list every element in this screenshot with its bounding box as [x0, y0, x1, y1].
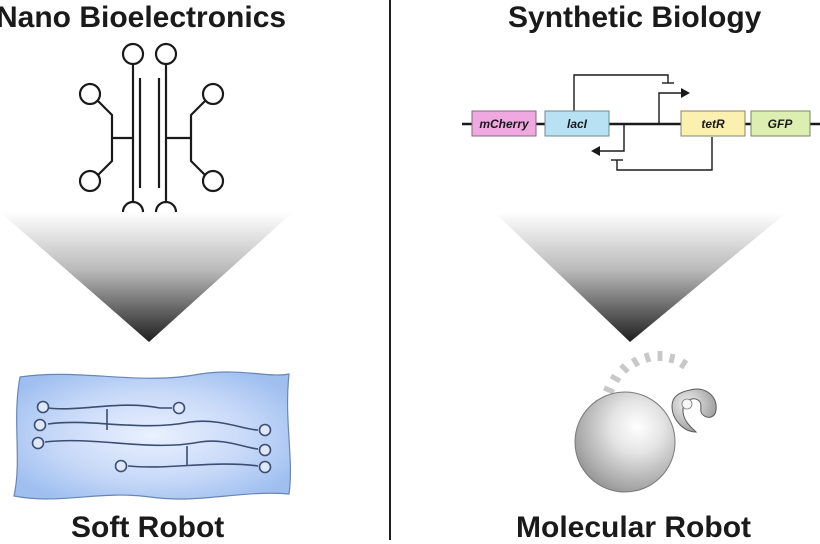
soft-robot-title: Soft Robot	[71, 511, 225, 544]
gene-label-gfp: GFP	[768, 117, 794, 131]
synthetic-biology-title: Synthetic Biology	[508, 1, 762, 34]
gene-label-tetr: tetR	[701, 117, 725, 131]
gene-label-laci: lacI	[567, 117, 588, 131]
funnel-arrow-icon	[494, 212, 787, 342]
gene-tetr	[680, 110, 746, 137]
soft-robot-sheet-icon	[13, 371, 292, 500]
molecular-robot-icon	[574, 351, 717, 493]
center-divider	[389, 0, 391, 540]
gene-circuit-icon: mCherry lacI tetR GFP	[462, 74, 820, 171]
nano-bioelectronics-title: Nano Bioelectronics	[0, 1, 287, 34]
gene-mcherry	[471, 110, 537, 137]
gene-label-mcherry: mCherry	[479, 117, 530, 131]
funnel-arrow-icon	[0, 212, 293, 342]
molecular-robot-title: Molecular Robot	[516, 511, 752, 544]
gene-laci	[544, 110, 610, 137]
gene-gfp	[750, 110, 811, 137]
nanowire-circuit-icon	[78, 42, 225, 224]
